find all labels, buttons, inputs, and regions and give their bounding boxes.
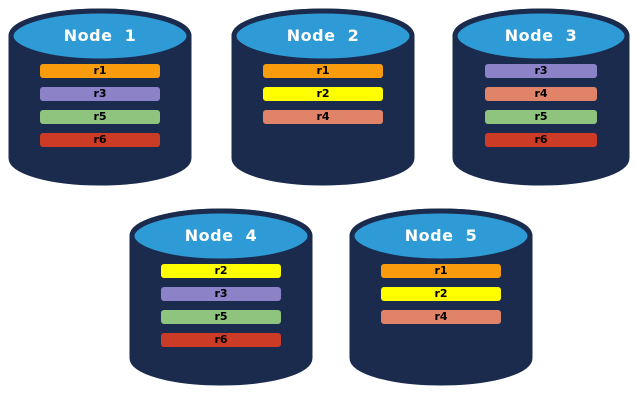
replica-bar-list: r1 r2 r4 <box>231 64 415 124</box>
replica-bar-list: r1 r3 r5 r6 <box>8 64 192 147</box>
replica-bar-r6: r6 <box>161 333 281 347</box>
cylinder-top-cap <box>8 8 192 64</box>
replica-bar-r5: r5 <box>485 110 597 124</box>
cylinder-top-cap <box>452 8 630 64</box>
replica-bar-r1: r1 <box>40 64 160 78</box>
replica-bar-r5: r5 <box>161 310 281 324</box>
replica-bar-r1: r1 <box>263 64 383 78</box>
replica-bar-r3: r3 <box>485 64 597 78</box>
replica-bar-r5: r5 <box>40 110 160 124</box>
cylinder-top-cap <box>231 8 415 64</box>
cylinder-top-cap <box>129 208 313 264</box>
replica-bar-r3: r3 <box>161 287 281 301</box>
replica-bar-r4: r4 <box>263 110 383 124</box>
replica-bar-r2: r2 <box>263 87 383 101</box>
replica-bar-list: r1 r2 r4 <box>349 264 533 324</box>
replica-bar-r4: r4 <box>381 310 501 324</box>
replica-bar-r6: r6 <box>485 133 597 147</box>
replica-bar-r2: r2 <box>161 264 281 278</box>
cylinder-top-cap <box>349 208 533 264</box>
replica-bar-list: r2 r3 r5 r6 <box>129 264 313 347</box>
replica-bar-r6: r6 <box>40 133 160 147</box>
replica-bar-r3: r3 <box>40 87 160 101</box>
replica-bar-r1: r1 <box>381 264 501 278</box>
replica-bar-r4: r4 <box>485 87 597 101</box>
replica-bar-r2: r2 <box>381 287 501 301</box>
replica-bar-list: r3 r4 r5 r6 <box>452 64 630 147</box>
